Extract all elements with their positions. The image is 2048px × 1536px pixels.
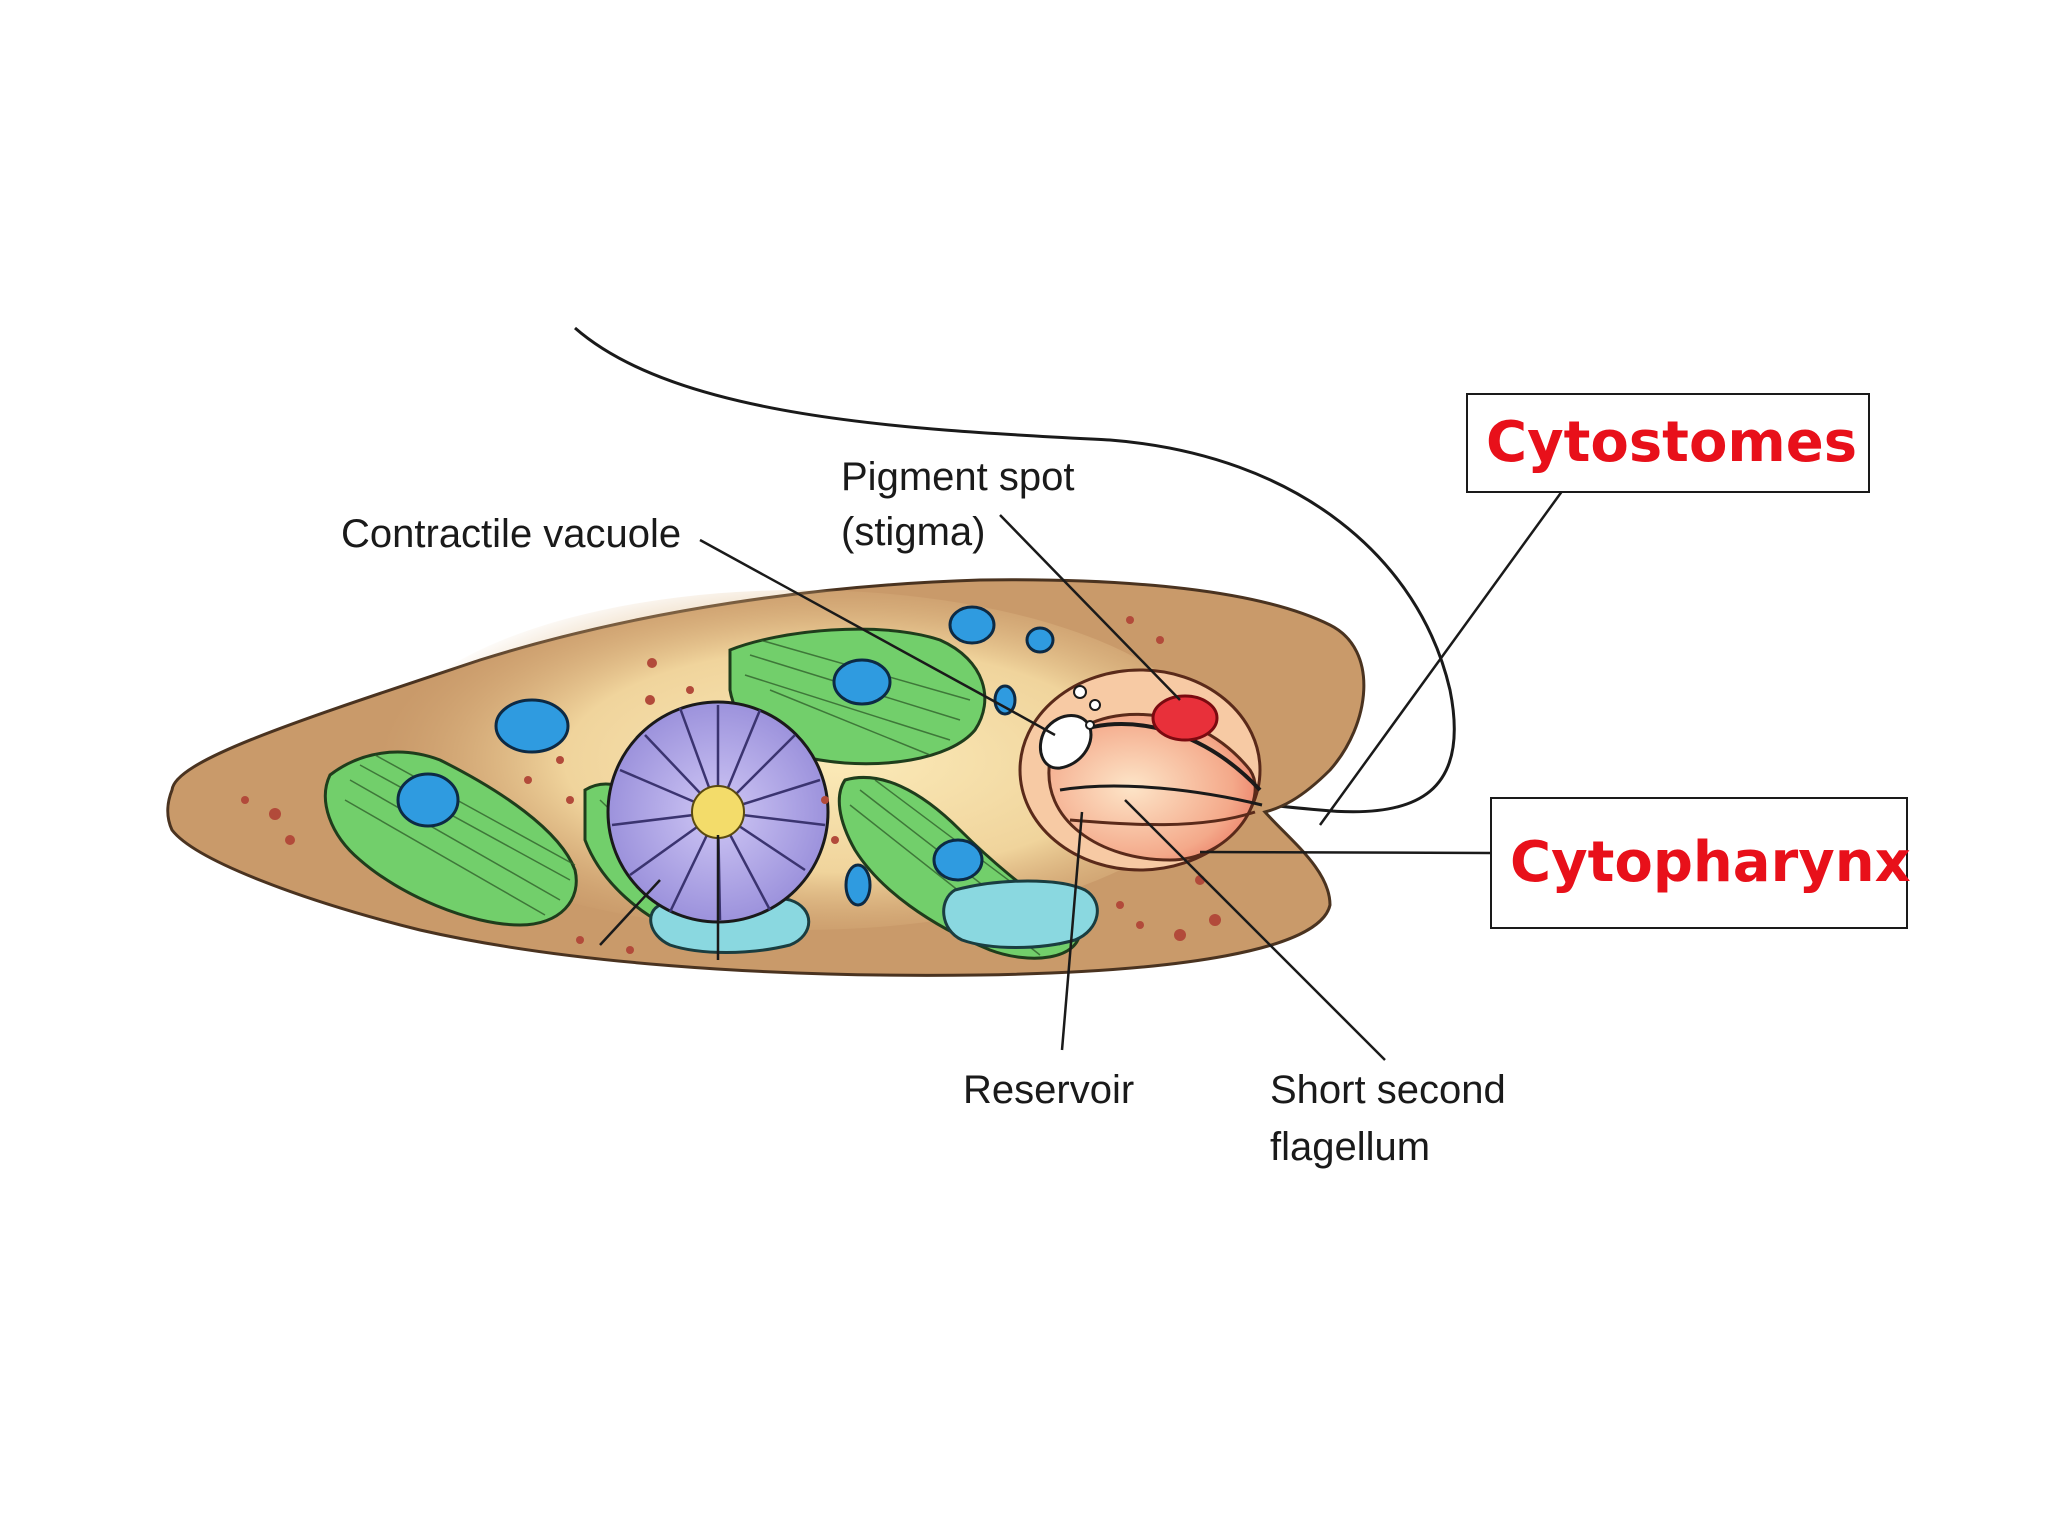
leader-short-flagellum	[1124, 799, 1386, 1061]
callout-cytopharynx: Cytopharynx	[1490, 797, 1911, 929]
callout-cytopharynx-text: Cytopharynx	[1510, 830, 1911, 895]
nucleolus	[691, 785, 745, 839]
stigma	[1151, 694, 1219, 742]
label-pigment-spot: Pigment spot	[841, 455, 1074, 499]
vacuoles	[396, 605, 1055, 907]
callout-cytostomes-text: Cytostomes	[1486, 410, 1858, 475]
label-contractile-vacuole: Contractile vacuole	[341, 512, 681, 556]
label-flagellum: flagellum	[1270, 1125, 1430, 1169]
leader-pigment-spot	[999, 514, 1181, 701]
leader-contractile-vacuole	[699, 538, 1056, 737]
contractile-vacuole	[1039, 714, 1093, 770]
label-reservoir: Reservoir	[963, 1068, 1134, 1112]
label-stigma: (stigma)	[841, 510, 985, 554]
nucleus	[606, 700, 830, 924]
leader-cytopharynx	[1199, 850, 1491, 855]
long-flagellum	[574, 326, 1456, 814]
paramylon-body	[942, 879, 1099, 949]
reservoir-region	[1018, 668, 1263, 872]
leader-reservoir	[1060, 811, 1084, 1051]
chloroplast	[323, 750, 578, 927]
leader-cytostomes	[1318, 482, 1570, 826]
leader-lines	[599, 482, 1570, 1061]
callout-cytostomes: Cytostomes	[1466, 393, 1870, 493]
label-short-second: Short second	[1270, 1068, 1506, 1112]
leader-chloroplast-lower	[599, 879, 661, 946]
